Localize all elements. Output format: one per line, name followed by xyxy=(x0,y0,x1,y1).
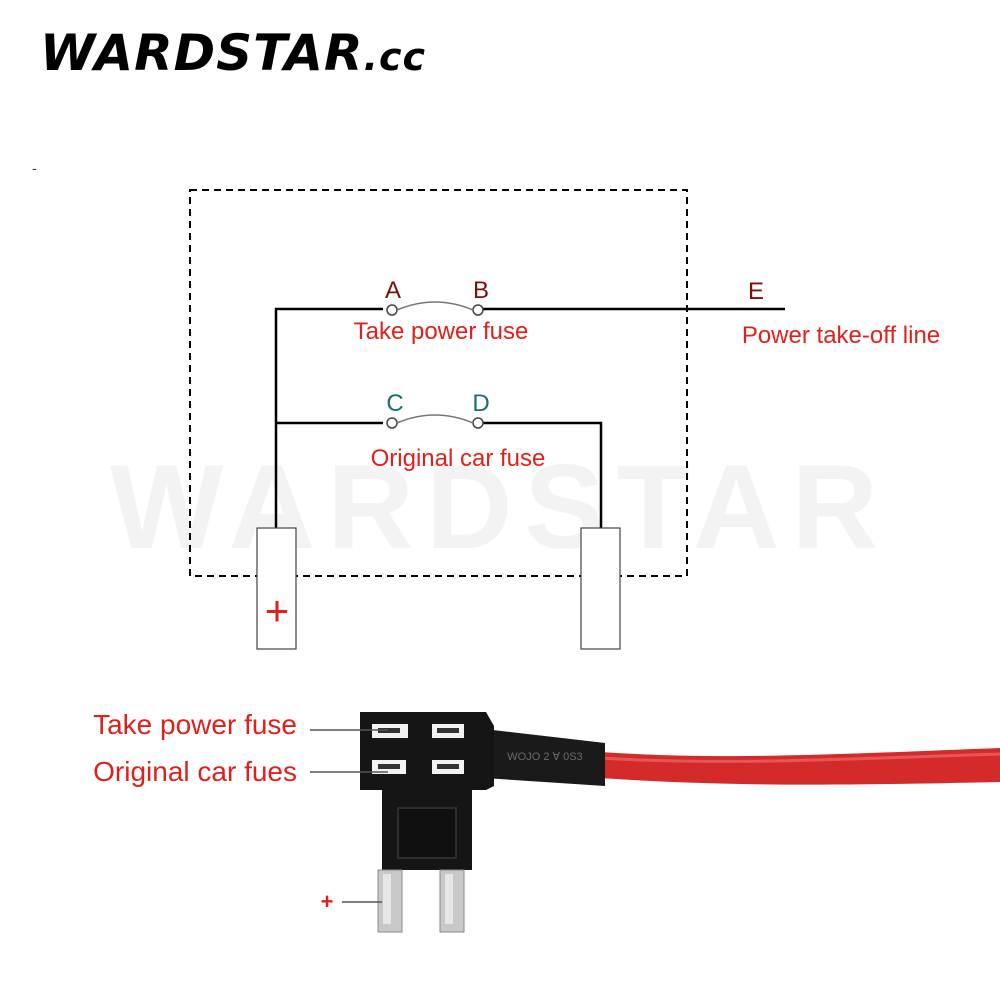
positive-blade-terminal xyxy=(256,527,297,650)
power-takeoff-line-label: Power take-off line xyxy=(742,322,940,349)
minus-blade-shine xyxy=(445,874,453,924)
brand-name: WARDSTAR xyxy=(40,24,364,82)
heat-shrink-sleeve xyxy=(484,729,605,786)
terminal-a-label: A xyxy=(385,277,401,304)
product-plus-label: + xyxy=(321,889,334,914)
red-wire xyxy=(600,748,1000,785)
fuse-holder-base-panel xyxy=(397,807,457,859)
slot-contact-1 xyxy=(378,728,400,733)
schematic-plus-symbol: + xyxy=(265,587,290,634)
slot-contact-4 xyxy=(437,764,459,769)
sleeve-print: WOJO 2 Ɐ 0S3 xyxy=(507,751,582,763)
terminal-d-node xyxy=(472,417,484,429)
brand-suffix: .cc xyxy=(363,35,427,79)
plus-blade-shine xyxy=(383,874,391,924)
fuse-holder-body xyxy=(360,712,494,870)
terminal-d-label: D xyxy=(472,390,489,417)
brand-logo: WARDSTAR.cc xyxy=(40,28,426,78)
lower-wire-right xyxy=(483,421,603,530)
stray-mark: - xyxy=(32,160,37,176)
take-power-fuse-link xyxy=(396,301,474,311)
slot-contact-2 xyxy=(437,728,459,733)
upper-wire-left xyxy=(274,307,383,530)
dashed-enclosure xyxy=(189,189,688,577)
product-take-power-fuse-label: Take power fuse xyxy=(93,709,297,740)
original-fuse-link xyxy=(396,414,474,424)
slot-contact-3 xyxy=(378,764,400,769)
schematic-take-power-fuse-label: Take power fuse xyxy=(354,318,529,345)
product-original-car-fuse-label: Original car fues xyxy=(93,756,297,787)
terminal-c-node xyxy=(386,417,398,429)
red-wire-highlight xyxy=(599,752,1000,763)
terminal-a-node xyxy=(386,304,398,316)
schematic-original-car-fuse-label: Original car fuse xyxy=(371,445,546,472)
terminal-b-node xyxy=(472,304,484,316)
terminal-b-label: B xyxy=(473,277,489,304)
terminal-c-label: C xyxy=(386,390,403,417)
watermark: WARDSTAR xyxy=(110,440,890,574)
negative-blade-terminal xyxy=(580,527,621,650)
terminal-e-label: E xyxy=(748,278,764,305)
